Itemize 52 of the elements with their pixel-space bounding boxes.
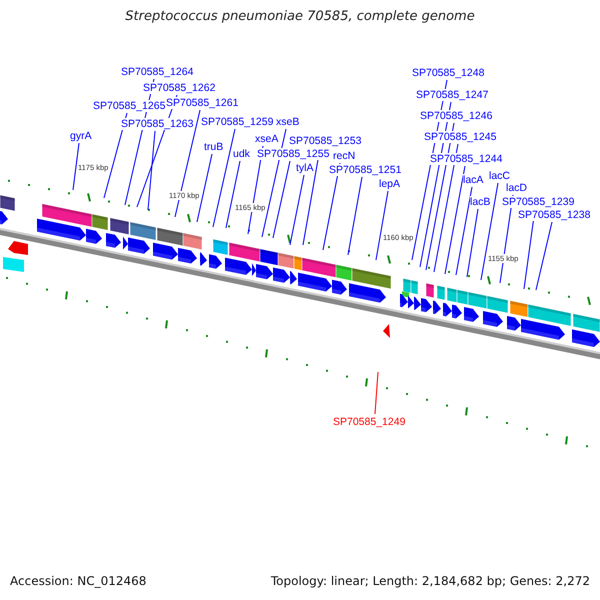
- gene-label: lacD: [506, 182, 528, 194]
- gene-label: SP70585_1251: [329, 164, 402, 176]
- gene-label: SP70585_1246: [420, 110, 492, 122]
- leader-line: [374, 372, 378, 414]
- leader-line: [196, 154, 212, 222]
- leader-line: [536, 222, 552, 290]
- gene-label: SP70585_1249: [333, 416, 406, 428]
- leader-line: [466, 208, 478, 278]
- gene-label: lacB: [470, 196, 490, 208]
- gene-label: SP70585_1247: [416, 89, 488, 101]
- gene-label: truB: [204, 141, 224, 153]
- leader-line: [348, 176, 362, 256]
- leader-line: [226, 160, 240, 228]
- leader-line: [456, 186, 472, 276]
- leader-line: [104, 112, 128, 198]
- gene-label: SP70585_1265: [93, 100, 166, 112]
- leader-line: [376, 190, 388, 260]
- gene-label: SP70585_1262: [143, 82, 216, 94]
- gene-label: xseB: [276, 116, 300, 128]
- gene-label: SP70585_1261: [166, 97, 238, 109]
- gene-label: SP70585_1245: [424, 131, 496, 143]
- gene-label: SP70585_1238: [518, 209, 590, 221]
- gene-label: xseA: [255, 133, 278, 145]
- leader-line: [434, 144, 458, 272]
- leader-line: [272, 160, 290, 238]
- leader-line: [174, 110, 200, 218]
- leader-line: [480, 182, 498, 280]
- gene-label: SP70585_1264: [121, 66, 194, 78]
- accession-text: Accession: NC_012468: [10, 574, 146, 588]
- leader-line: [212, 128, 236, 228]
- gene-label: recN: [333, 150, 356, 162]
- gene-label: lacA: [463, 174, 484, 186]
- leader-line: [290, 174, 304, 246]
- genome-summary-text: Topology: linear; Length: 2,184,682 bp; Genes: 2,272: [270, 574, 590, 588]
- leader-line: [72, 142, 80, 190]
- gene-label: SP70585_1244: [430, 153, 502, 165]
- leader-line: [262, 128, 286, 238]
- map-title: Streptococcus pneumoniae 70585, complete genome: [124, 9, 476, 24]
- leader-line: [322, 162, 340, 250]
- gene-label: gyrA: [70, 130, 92, 142]
- leader-line: [148, 130, 156, 210]
- gene-label: SP70585_1248: [412, 67, 484, 79]
- gene-label: lepA: [379, 178, 400, 190]
- gene-label: tylA: [296, 162, 314, 174]
- gene-label: SP70585_1259: [201, 116, 274, 128]
- gene-label: udk: [233, 148, 250, 160]
- leader-line: [444, 166, 466, 274]
- gene-label: SP70585_1255: [257, 148, 330, 160]
- gene-label: SP70585_1263: [121, 118, 194, 130]
- gene-label: SP70585_1239: [502, 196, 574, 208]
- gene-label: lacC: [489, 170, 510, 182]
- gene-label: SP70585_1253: [289, 135, 362, 147]
